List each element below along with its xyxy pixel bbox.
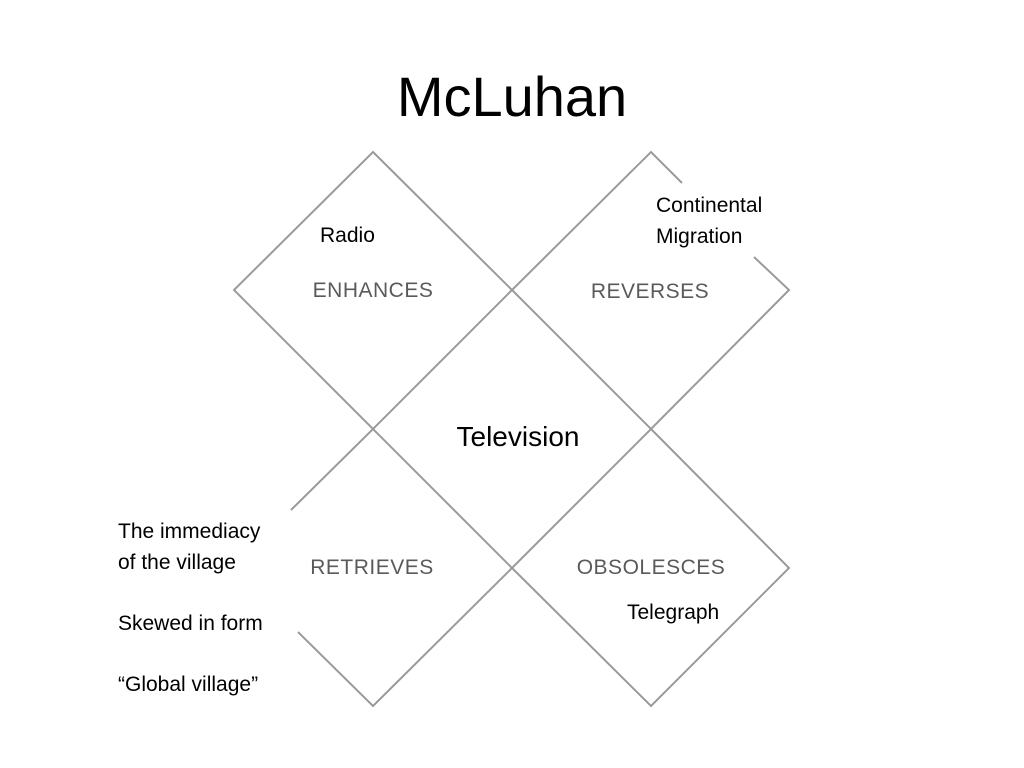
retrieves-note-line: Skewed in form (118, 612, 263, 635)
obsolesces-note: Telegraph (627, 601, 720, 624)
reverses-label: REVERSES (590, 280, 710, 303)
reverses-note-line: Migration (656, 225, 743, 248)
retrieves-diamond-outline (290, 427, 514, 708)
enhances-note: Radio (320, 224, 375, 247)
center-medium: Television (456, 421, 580, 452)
reverses-note-line: Continental (656, 194, 763, 217)
reverses-diamond-outline (510, 150, 791, 431)
retrieves-note-line: of the village (118, 551, 236, 574)
obsolesces-label: OBSOLESCES (576, 556, 726, 579)
reverses-note: Continental Migration (656, 190, 762, 252)
slide-title: McLuhan (396, 65, 628, 128)
retrieves-note-line: “Global village” (118, 673, 259, 696)
retrieves-label: RETRIEVES (310, 556, 434, 579)
enhances-label: ENHANCES (312, 279, 434, 302)
retrieves-note-line: The immediacy (118, 520, 261, 543)
retrieves-note: The immediacy of the village Skewed in f… (118, 516, 263, 700)
obsolesces-diamond (510, 427, 791, 708)
